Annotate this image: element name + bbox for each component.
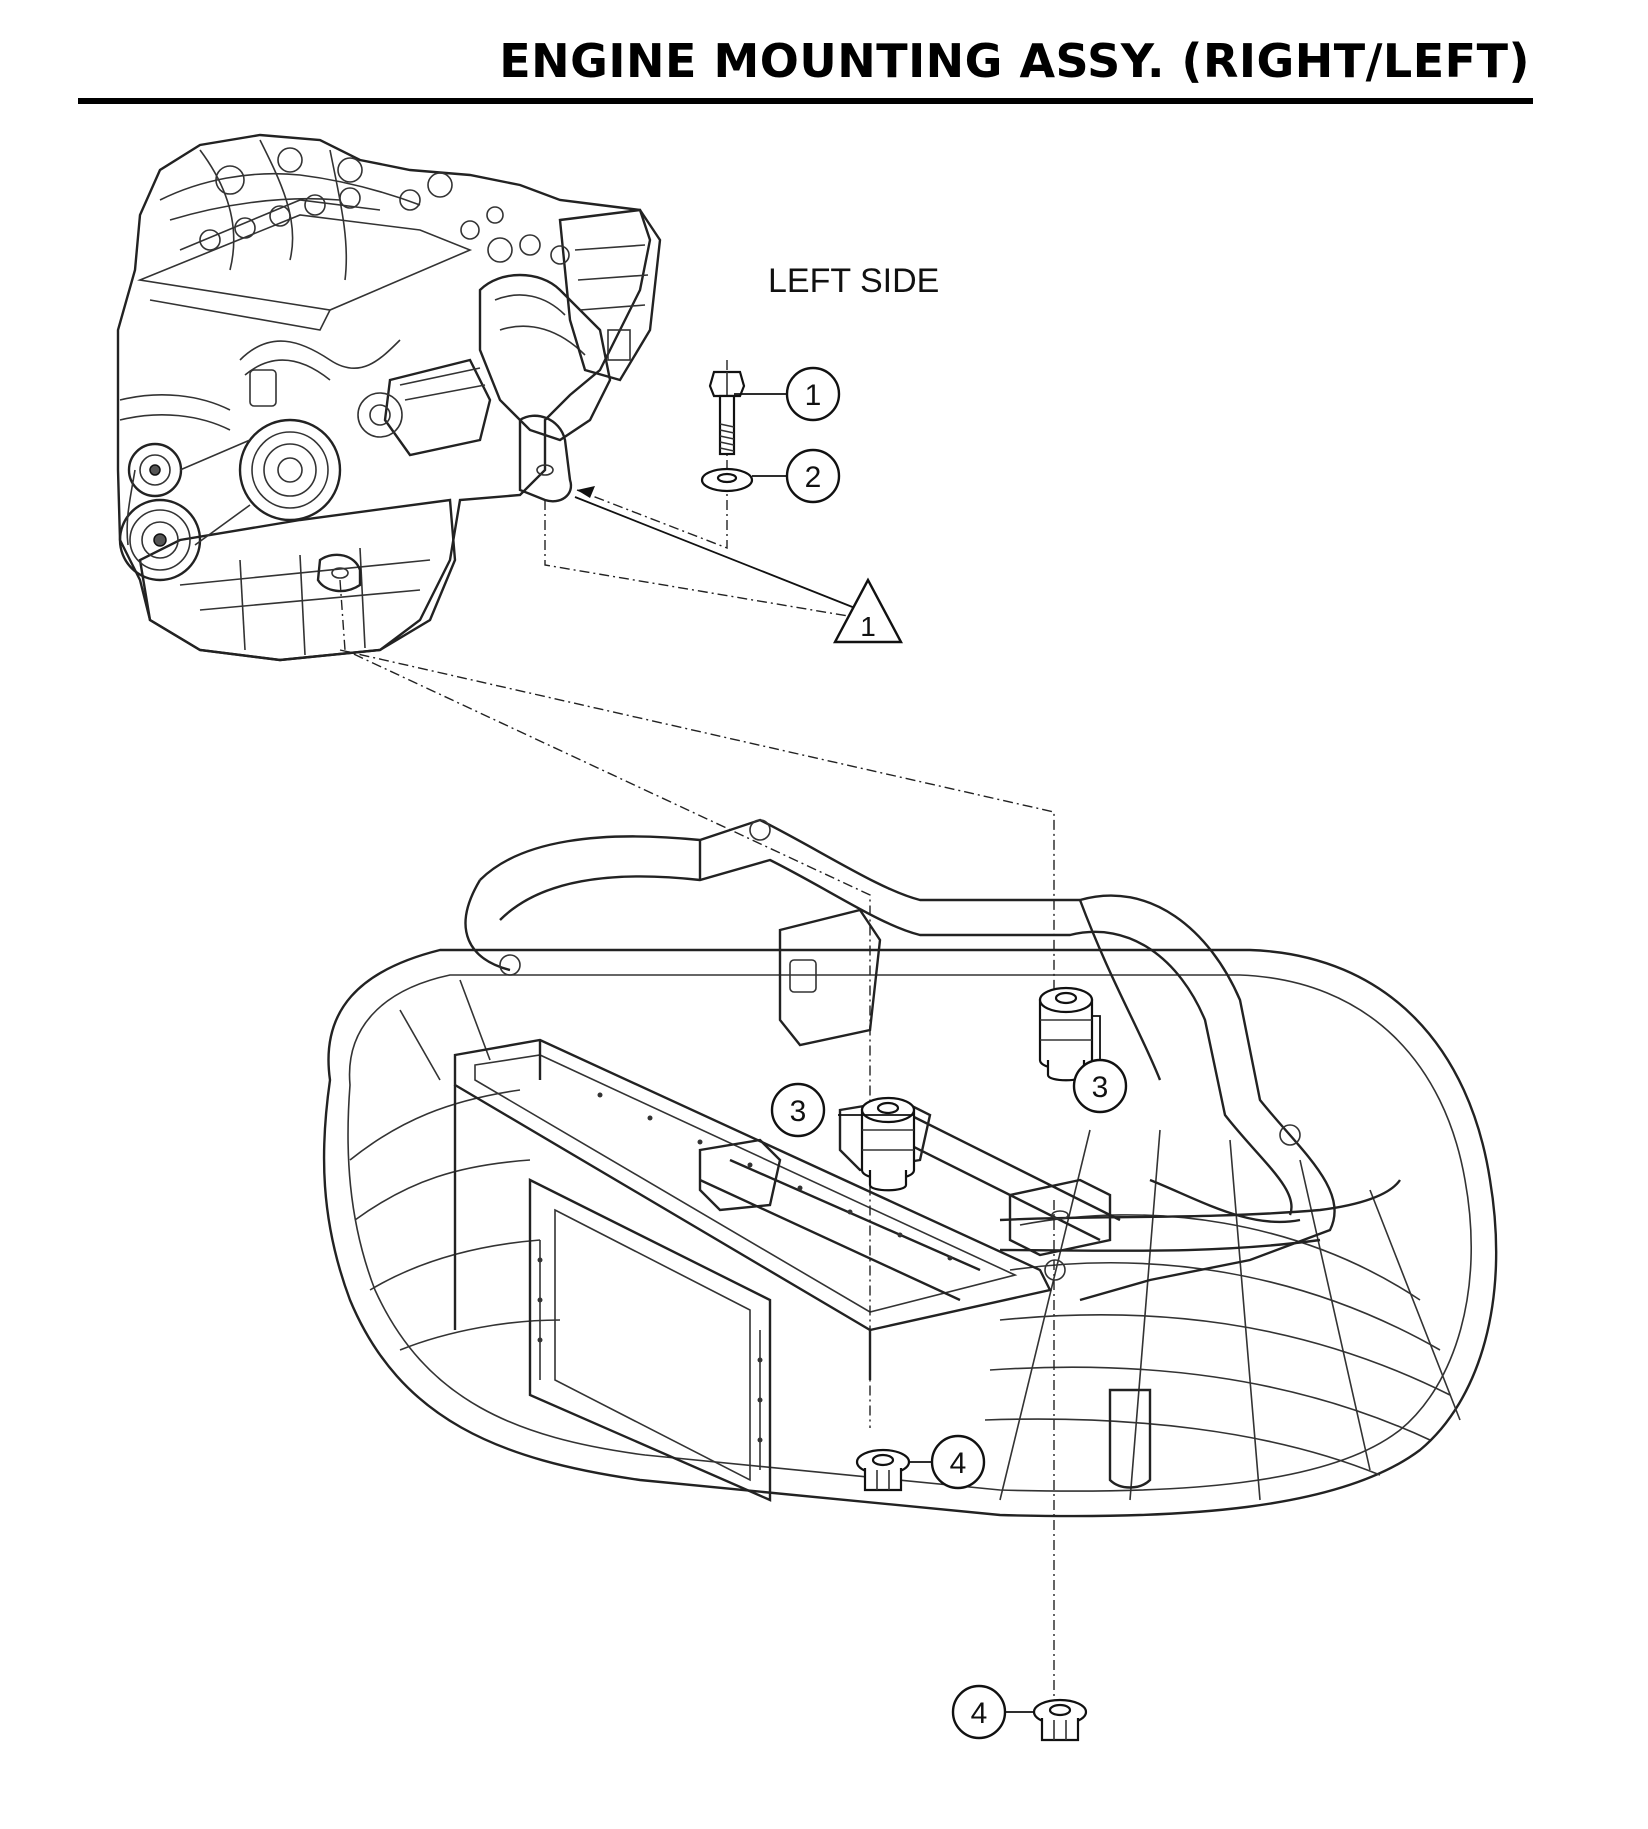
svg-text:3: 3 bbox=[790, 1095, 807, 1128]
alternator bbox=[238, 418, 342, 522]
svg-text:4: 4 bbox=[950, 1447, 967, 1480]
page-title: ENGINE MOUNTING ASSY. (RIGHT/LEFT) bbox=[499, 34, 1530, 88]
callout-4a: 4 bbox=[930, 1434, 986, 1490]
flange-nut-part-b bbox=[1032, 1698, 1088, 1742]
washer-part bbox=[700, 467, 754, 493]
bolt-part bbox=[708, 370, 746, 456]
isolator-part-b bbox=[1038, 986, 1094, 1082]
svg-text:4: 4 bbox=[971, 1697, 988, 1730]
note-triangle: 1 bbox=[833, 577, 903, 644]
isolator-part-a bbox=[860, 1096, 916, 1192]
callout-3a: 3 bbox=[770, 1082, 826, 1138]
crank-pulley bbox=[118, 498, 202, 582]
side-label: LEFT SIDE bbox=[768, 262, 939, 300]
callout-4b: 4 bbox=[951, 1684, 1007, 1740]
arrow-head bbox=[577, 486, 595, 498]
svg-text:1: 1 bbox=[860, 611, 876, 642]
engine-illustration bbox=[116, 133, 662, 662]
fan-pulley bbox=[127, 442, 183, 498]
callout-3b: 3 bbox=[1072, 1058, 1128, 1114]
assembly-lines bbox=[339, 360, 1055, 1700]
leader-lines bbox=[574, 393, 1101, 1713]
svg-text:2: 2 bbox=[805, 461, 822, 494]
title-rule bbox=[78, 98, 1533, 104]
svg-text:1: 1 bbox=[805, 379, 822, 412]
frame-illustration bbox=[322, 818, 1498, 1518]
callout-2: 2 bbox=[785, 448, 841, 504]
svg-text:3: 3 bbox=[1092, 1071, 1109, 1104]
flange-nut-part-a bbox=[855, 1448, 911, 1492]
callout-1: 1 bbox=[785, 366, 841, 422]
